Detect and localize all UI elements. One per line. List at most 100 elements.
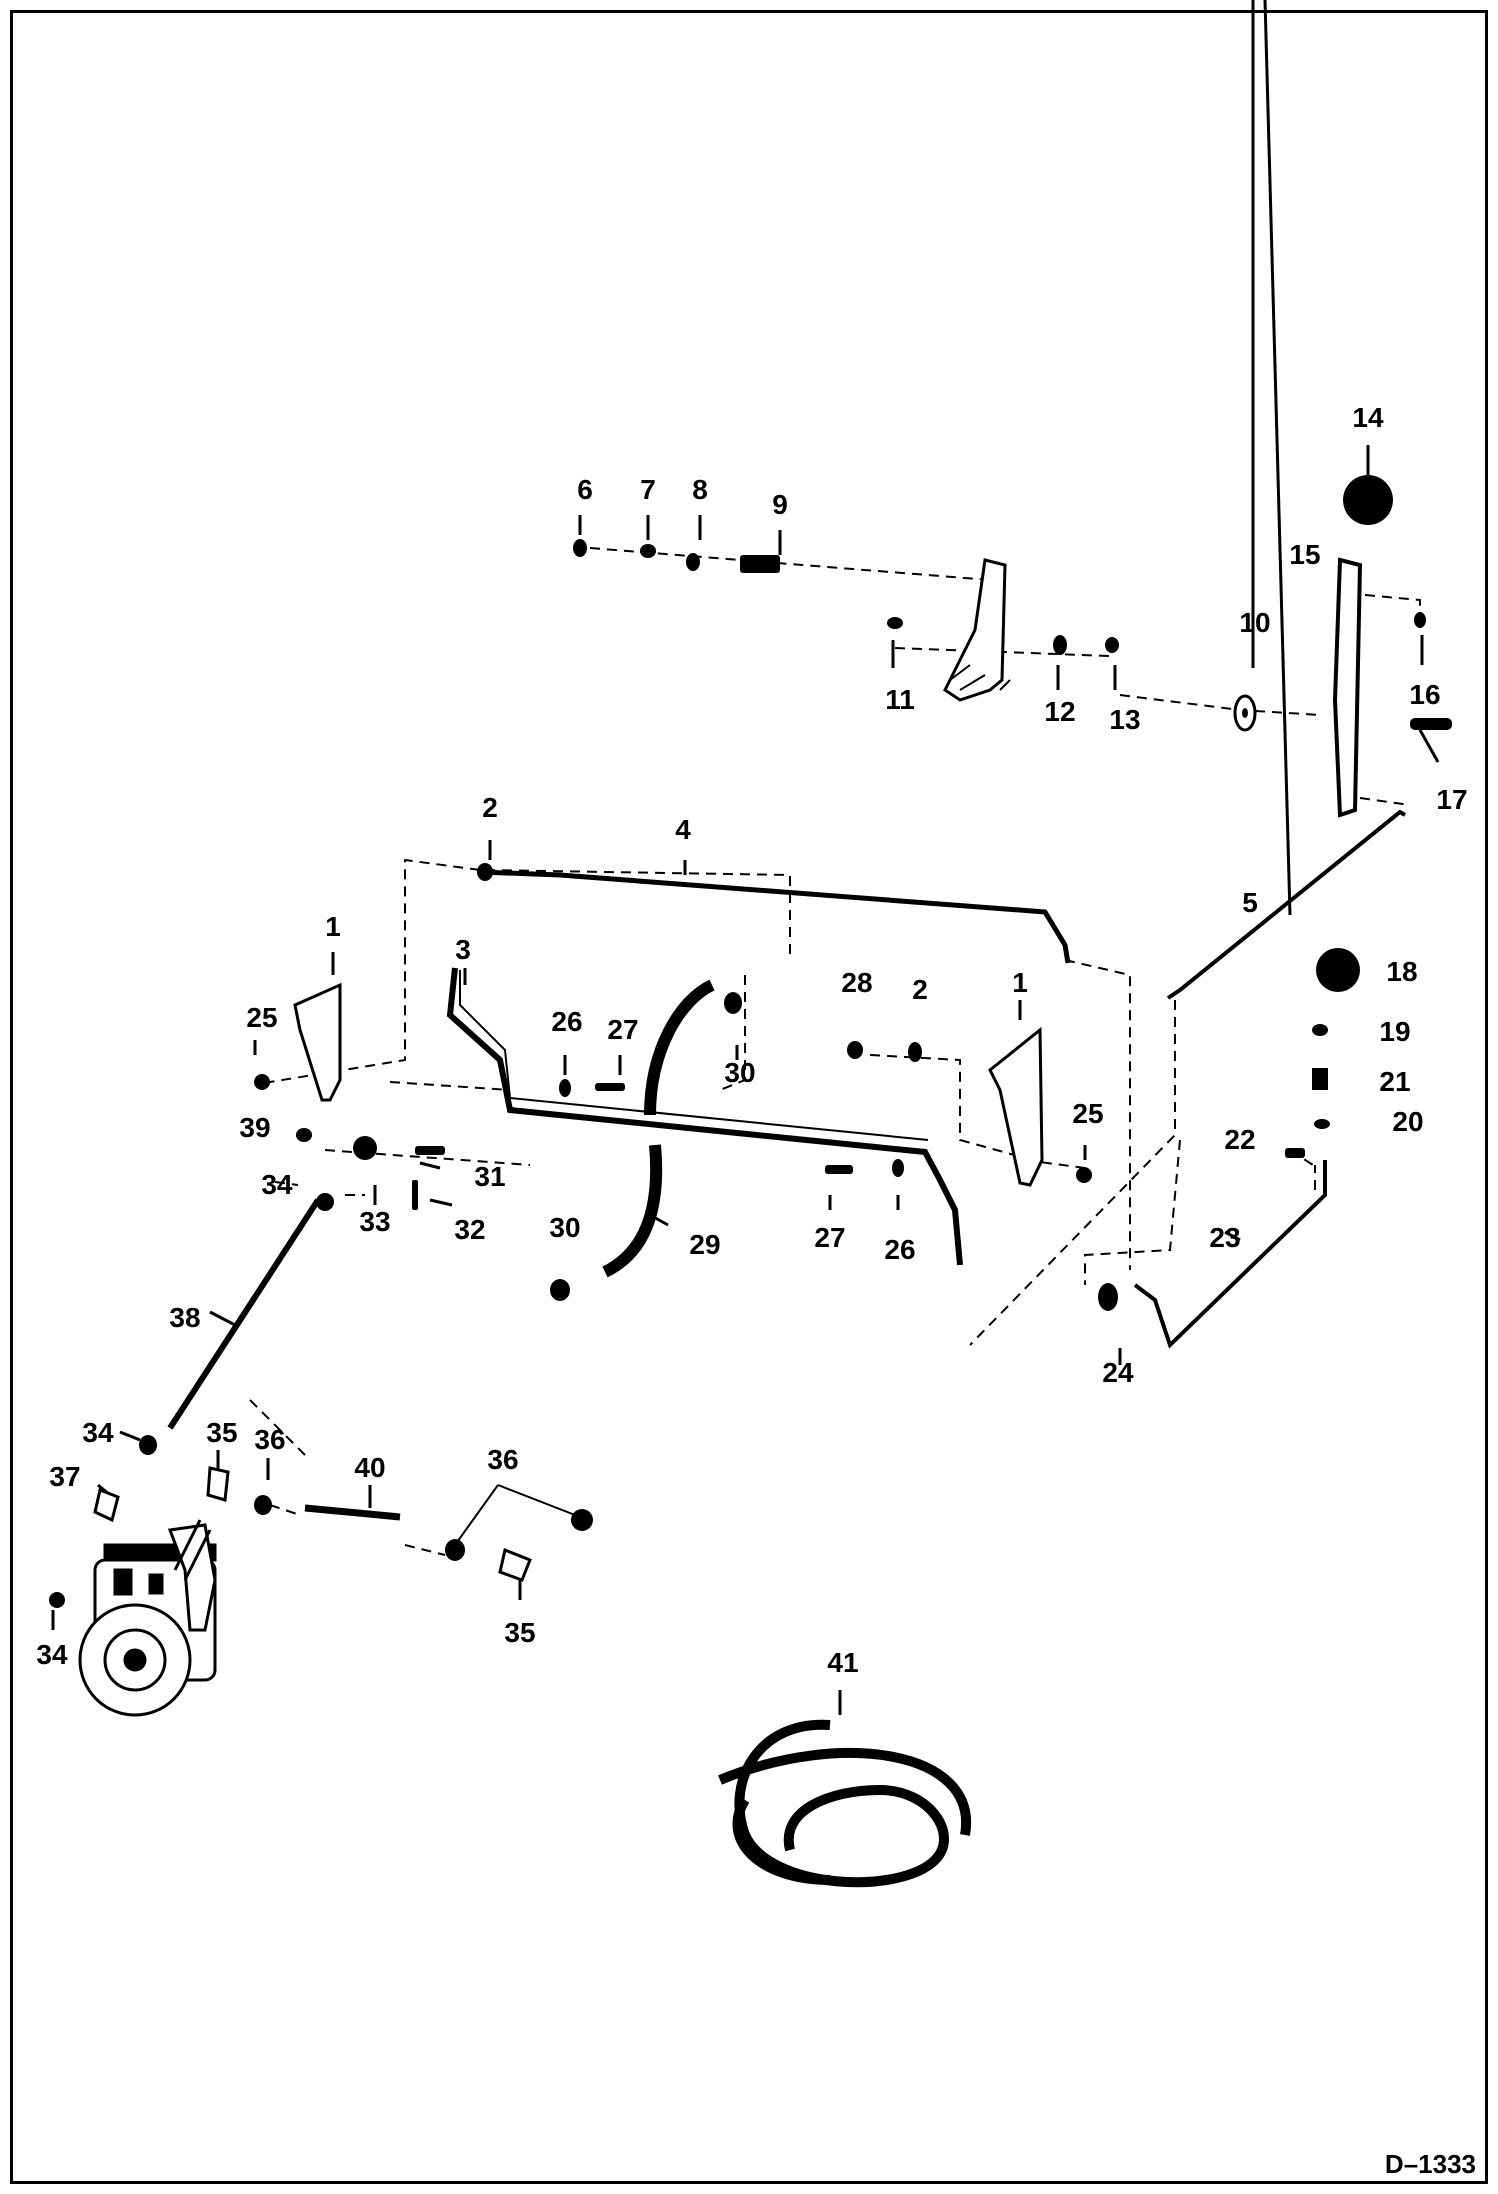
nut-6 (573, 539, 587, 557)
spacer-33 (353, 1136, 377, 1160)
callout-40: 40 (354, 1452, 386, 1483)
callout-26-upper: 26 (551, 1006, 583, 1037)
callout-17: 17 (1436, 784, 1468, 815)
pin-32 (412, 1180, 418, 1210)
callout-35-lower: 35 (504, 1617, 536, 1648)
callout-2-right: 2 (912, 974, 928, 1005)
callout-3: 3 (455, 934, 471, 965)
washer-26-lower (892, 1159, 904, 1177)
bolt-16 (1414, 612, 1426, 628)
washer-19 (1312, 1024, 1328, 1036)
callout-2-upper: 2 (482, 792, 498, 823)
knob-14 (1343, 475, 1393, 525)
callout-24: 24 (1102, 1357, 1134, 1388)
nut-34-bottom (49, 1592, 65, 1608)
callout-25-left: 25 (246, 1002, 278, 1033)
bracket-1-left (293, 982, 342, 1102)
nut-25-right (1076, 1167, 1092, 1183)
nut-25-left (254, 1074, 270, 1090)
callout-36-lines (454, 1484, 576, 1546)
callout-22: 22 (1224, 1124, 1256, 1155)
hose-coil-41 (718, 1719, 972, 1888)
rod-38 (167, 1198, 321, 1430)
clamp-30-lower (550, 1279, 570, 1301)
nut-34-lower (139, 1435, 157, 1455)
bolt-17 (1410, 718, 1452, 730)
callout-36-right: 36 (487, 1444, 519, 1475)
callout-6: 6 (577, 474, 593, 505)
knob-18 (1316, 948, 1360, 992)
callout-30-upper: 30 (724, 1057, 756, 1088)
bolt-27-upper (595, 1083, 625, 1091)
callout-5: 5 (1242, 887, 1258, 918)
callout-41: 41 (827, 1647, 859, 1678)
callout-36-left: 36 (254, 1424, 286, 1455)
washer-12 (1053, 635, 1067, 655)
callout-30-lower: 30 (549, 1212, 581, 1243)
bracket-3 (446, 967, 963, 1266)
callout-29: 29 (689, 1229, 721, 1260)
governor-assembly (78, 1519, 217, 1717)
callout-15: 15 (1289, 539, 1321, 570)
callout-25-right: 25 (1072, 1098, 1104, 1129)
callout-1-right: 1 (1012, 967, 1028, 998)
pivot-bracket (943, 558, 1007, 702)
ball-joints (93, 1466, 532, 1582)
nut-2-right (908, 1042, 922, 1062)
ball-joint-35-lower (498, 1547, 532, 1582)
lever-15 (1332, 557, 1363, 818)
callout-34-upper: 34 (261, 1169, 293, 1200)
nut-36-left (254, 1495, 272, 1515)
callout-38: 38 (169, 1302, 201, 1333)
hose-29-upper (644, 979, 715, 1116)
callout-35-upper: 35 (206, 1417, 238, 1448)
callout-9: 9 (772, 489, 788, 520)
callout-27-lower: 27 (814, 1222, 846, 1253)
bracket-1-right (988, 1026, 1044, 1187)
leader-lines (51, 0, 1440, 1715)
callout-21: 21 (1379, 1066, 1411, 1097)
callout-34-bottom: 34 (36, 1639, 68, 1670)
nut-34-upper (316, 1193, 334, 1211)
spring-9 (740, 555, 780, 573)
washer-39 (296, 1128, 312, 1142)
callout-19: 19 (1379, 1016, 1411, 1047)
clamp-30-upper (724, 992, 742, 1014)
callout-27-upper: 27 (607, 1014, 639, 1045)
hardware-parts (49, 475, 1452, 1608)
callout-1-left: 1 (325, 911, 341, 942)
bolt-11 (887, 617, 903, 629)
callout-26-lower: 26 (884, 1234, 916, 1265)
nut-2-left (477, 863, 493, 881)
rod-4 (479, 869, 1071, 964)
ball-joint-35-upper (206, 1466, 230, 1502)
callout-18: 18 (1386, 956, 1418, 987)
callout-11: 11 (885, 684, 915, 715)
callout-39: 39 (239, 1112, 271, 1143)
callout-23: 23 (1209, 1222, 1241, 1253)
rod-40 (304, 1504, 401, 1521)
figure-id: D–1333 (1384, 2149, 1476, 2179)
pin-31 (415, 1146, 445, 1155)
diagram-border (10, 10, 1488, 2184)
callout-4: 4 (675, 814, 691, 845)
callout-20: 20 (1392, 1106, 1424, 1137)
nut-36-upper (571, 1509, 593, 1531)
callout-31: 31 (474, 1161, 506, 1192)
callout-33: 33 (359, 1206, 391, 1237)
callout-28: 28 (841, 967, 873, 998)
nut-36-lower (445, 1539, 465, 1561)
washer-8 (686, 553, 700, 571)
callout-13: 13 (1109, 704, 1141, 735)
bolt-22 (1285, 1148, 1305, 1158)
assembly-lines (249, 547, 1421, 1556)
hose-29-lower (602, 1144, 663, 1278)
ball-joint-37 (93, 1487, 120, 1523)
washer-28 (847, 1041, 863, 1059)
callout-16: 16 (1409, 679, 1441, 710)
washer-20 (1314, 1119, 1330, 1129)
callout-10: 10 (1239, 607, 1271, 638)
pivot-bracket-detail (949, 664, 1011, 691)
rod-23 (1133, 1160, 1327, 1349)
